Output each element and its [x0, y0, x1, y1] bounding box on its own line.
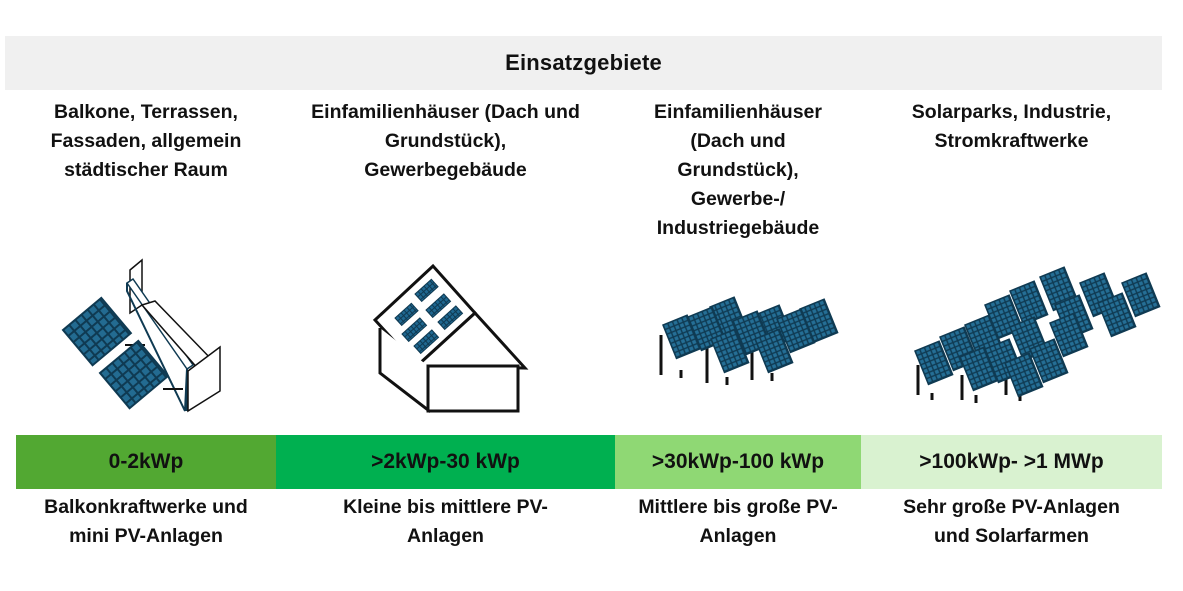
- area-line: städtischer Raum: [64, 159, 228, 181]
- area-line: Einfamilienhäuser (Dach und: [311, 101, 580, 123]
- desc-line: Mittlere bis große PV-: [638, 496, 838, 518]
- area-line: (Dach und: [690, 130, 786, 152]
- desc-text-4: Sehr große PV-Anlagen und Solarfarmen: [861, 493, 1162, 551]
- desc-line: Anlagen: [699, 525, 777, 547]
- area-line: Solarparks, Industrie,: [911, 101, 1112, 123]
- area-line: Gewerbegebäude: [364, 159, 527, 181]
- area-line: Fassaden, allgemein: [50, 130, 242, 152]
- desc-line: Sehr große PV-Anlagen: [903, 496, 1120, 518]
- header-title: Einsatzgebiete: [505, 50, 662, 75]
- desc-text-3: Mittlere bis große PV- Anlagen: [615, 493, 861, 551]
- desc-line: mini PV-Anlagen: [69, 525, 223, 547]
- range-label: >100kWp- >1 MWp: [919, 450, 1104, 473]
- range-label: 0-2kWp: [108, 450, 184, 473]
- area-text-3: Einfamilienhäuser (Dach und Grundstück),…: [615, 98, 861, 243]
- range-label: >2kWp-30 kWp: [371, 450, 520, 473]
- area-line: Einfamilienhäuser: [654, 101, 822, 123]
- house-roof-solar-icon: [372, 263, 529, 413]
- desc-line: Balkonkraftwerke und: [44, 496, 248, 518]
- area-text-2: Einfamilienhäuser (Dach und Grundstück),…: [276, 98, 615, 185]
- range-bar-2: >2kWp-30 kWp: [276, 435, 615, 489]
- header-einsatzgebiete: Einsatzgebiete: [5, 36, 1162, 90]
- desc-text-2: Kleine bis mittlere PV- Anlagen: [276, 493, 615, 551]
- area-text-4: Solarparks, Industrie, Stromkraftwerke: [861, 98, 1162, 156]
- range-label: >30kWp-100 kWp: [651, 450, 825, 473]
- desc-line: Kleine bis mittlere PV-: [343, 496, 548, 518]
- area-text-1: Balkone, Terrassen, Fassaden, allgemein …: [16, 98, 276, 185]
- area-line: Grundstück),: [384, 130, 507, 152]
- area-line: Grundstück),: [677, 159, 799, 181]
- desc-text-1: Balkonkraftwerke und mini PV-Anlagen: [16, 493, 276, 551]
- area-line: Balkone, Terrassen,: [54, 101, 238, 123]
- solar-park-large-icon: [914, 266, 1161, 403]
- solar-array-medium-icon: [659, 296, 839, 385]
- area-line: Industriegebäude: [656, 217, 820, 239]
- range-bar-3: >30kWp-100 kWp: [615, 435, 861, 489]
- range-bar-4: >100kWp- >1 MWp: [861, 435, 1162, 489]
- balcony-solar-icon: [61, 258, 221, 413]
- area-line: Gewerbe-/: [690, 188, 786, 210]
- area-line: Stromkraftwerke: [934, 130, 1089, 152]
- desc-line: Anlagen: [407, 525, 484, 547]
- range-bar-1: 0-2kWp: [16, 435, 276, 489]
- desc-line: und Solarfarmen: [934, 525, 1089, 547]
